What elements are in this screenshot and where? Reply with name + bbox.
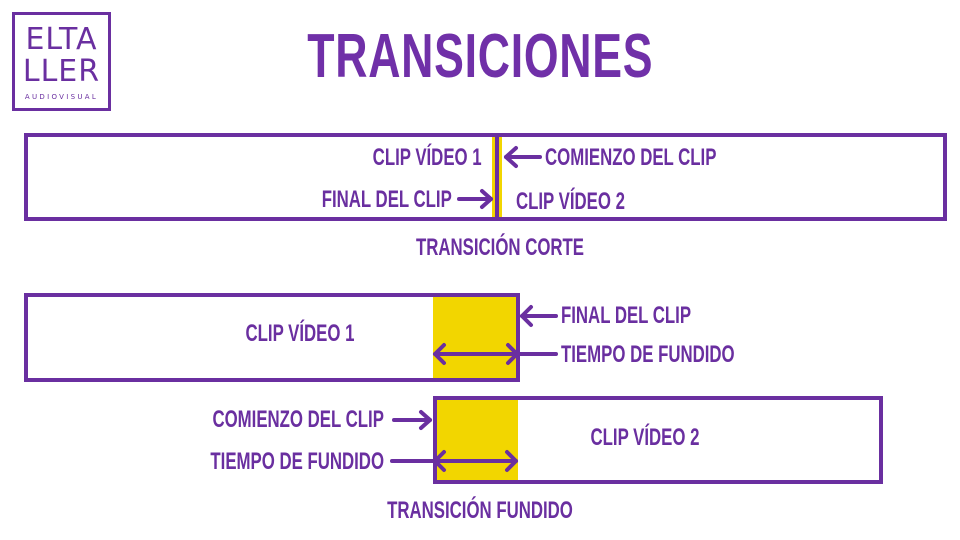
fade-clip2-overlap (437, 400, 518, 480)
logo-line-1: ELTA (25, 22, 98, 57)
cut-end-label: FINAL DEL CLIP (321, 186, 452, 213)
logo-line-2: LLER (22, 54, 101, 89)
fade-clip2-time-label: TIEMPO DE FUNDIDO (210, 448, 384, 475)
el-taller-logo: ELTA LLER AUDIOVISUAL (12, 12, 111, 111)
fade-clip2-start-label: COMIENZO DEL CLIP (212, 406, 384, 433)
fade-clip1-time-label: TIEMPO DE FUNDIDO (561, 341, 735, 368)
cut-clip2-label: CLIP VÍDEO 2 (516, 188, 625, 215)
cut-clip1-label: CLIP VÍDEO 1 (373, 144, 482, 171)
cut-divider-line (495, 137, 499, 217)
fade-clip1-end-label: FINAL DEL CLIP (561, 302, 692, 329)
fade-clip1-end-arrow-icon (520, 305, 558, 327)
page-title: TRANSICIONES (307, 22, 653, 91)
logo-line-3: AUDIOVISUAL (24, 93, 99, 101)
fade-clip1-overlap (433, 297, 516, 378)
fade-clip1-label: CLIP VÍDEO 1 (245, 320, 355, 347)
fade-clip2-label: CLIP VÍDEO 2 (590, 424, 700, 451)
page-title-wrap: TRANSICIONES (0, 22, 960, 92)
cut-timeline-box (24, 133, 947, 221)
fade-clip2-start-arrow-icon (392, 410, 432, 430)
cut-start-label: COMIENZO DEL CLIP (545, 144, 717, 171)
fade-caption: TRANSICIÓN FUNDIDO (387, 497, 573, 524)
cut-caption: TRANSICIÓN CORTE (416, 234, 584, 261)
